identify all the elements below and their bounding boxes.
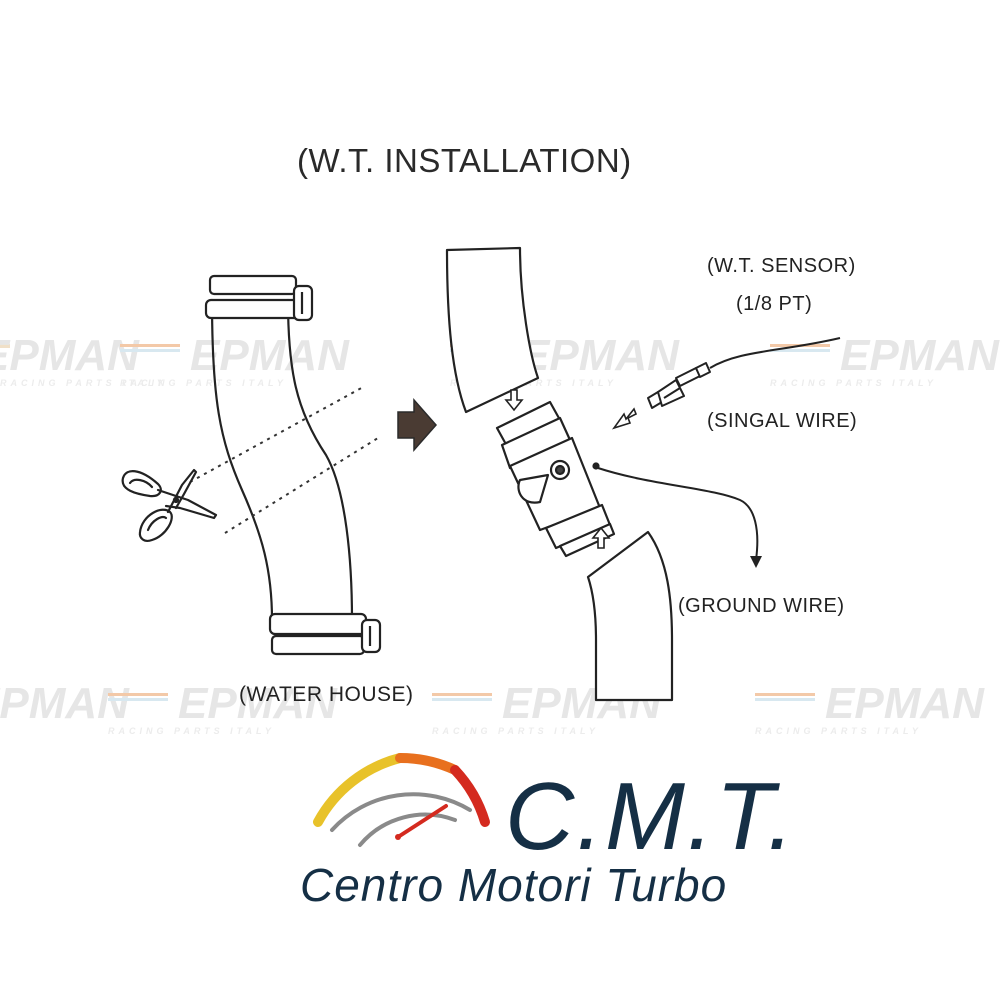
watermark-text: EPMAN [178, 679, 338, 728]
upper-hose-piece [445, 246, 540, 414]
watermark-text: EPMAN [520, 331, 680, 380]
watermark-subtext: RACING PARTS ITALY [432, 726, 599, 736]
arrow-left-icon [611, 407, 638, 430]
watermark-layer: EPMAN RACING PARTS ITALY EPMAN RACING PA… [0, 331, 1000, 736]
watermark-subtext: RACING PARTS ITALY [0, 378, 167, 388]
logo-brand: C.M.T. [505, 763, 797, 870]
lower-hose-piece [586, 530, 674, 702]
hose-left-edge [210, 298, 274, 622]
signal-wire [709, 337, 841, 369]
watermark: EPMAN [0, 679, 130, 728]
cut-lines [189, 385, 379, 534]
label-ground-wire: (GROUND WIRE) [678, 595, 845, 617]
watermark-subtext: RACING PARTS ITALY [450, 378, 617, 388]
scissors-icon [121, 468, 218, 542]
watermark-text: EPMAN [825, 679, 985, 728]
label-wt-sensor: (W.T. SENSOR) [707, 255, 856, 277]
logo-gauge-icon [313, 752, 490, 847]
label-thread-size: (1/8 PT) [736, 293, 813, 315]
sensor-icon [647, 362, 711, 409]
label-signal-wire: (SINGAL WIRE) [707, 410, 858, 432]
watermark: EPMAN RACING PARTS ITALY [755, 679, 985, 736]
label-water-house: (WATER HOUSE) [239, 683, 414, 706]
watermark-subtext: RACING PARTS ITALY [755, 726, 922, 736]
watermark-subtext: RACING PARTS ITALY [108, 726, 275, 736]
watermark-text: EPMAN [0, 331, 140, 380]
adapter-fitting [495, 400, 616, 558]
arrow-right-icon [397, 398, 437, 452]
watermark-subtext: RACING PARTS ITALY [770, 378, 937, 388]
watermark-text: EPMAN [840, 331, 1000, 380]
watermark: EPMAN RACING PARTS ITALY [120, 331, 350, 388]
ground-wire-arrow-icon [750, 556, 762, 568]
watermark: EPMAN RACING PARTS ITALY [0, 331, 167, 388]
arrow-up-icon [591, 526, 611, 549]
arrow-down-icon [504, 389, 524, 412]
diagram-title: (W.T. INSTALLATION) [297, 142, 632, 179]
watermark: EPMAN RACING PARTS ITALY [770, 331, 1000, 388]
watermark-text: EPMAN [0, 679, 130, 728]
watermark-text: EPMAN [190, 331, 350, 380]
hose-clamp-bottom [268, 612, 382, 656]
watermark-subtext: RACING PARTS ITALY [120, 378, 287, 388]
logo-tagline: Centro Motori Turbo [300, 859, 728, 911]
watermark: EPMAN RACING PARTS ITALY [108, 679, 338, 736]
water-hose [210, 298, 354, 622]
hose-clamp-top [204, 274, 314, 322]
watermark: EPMAN RACING PARTS ITALY [450, 331, 680, 388]
hose-right-edge [286, 298, 354, 622]
ground-wire [597, 467, 759, 561]
